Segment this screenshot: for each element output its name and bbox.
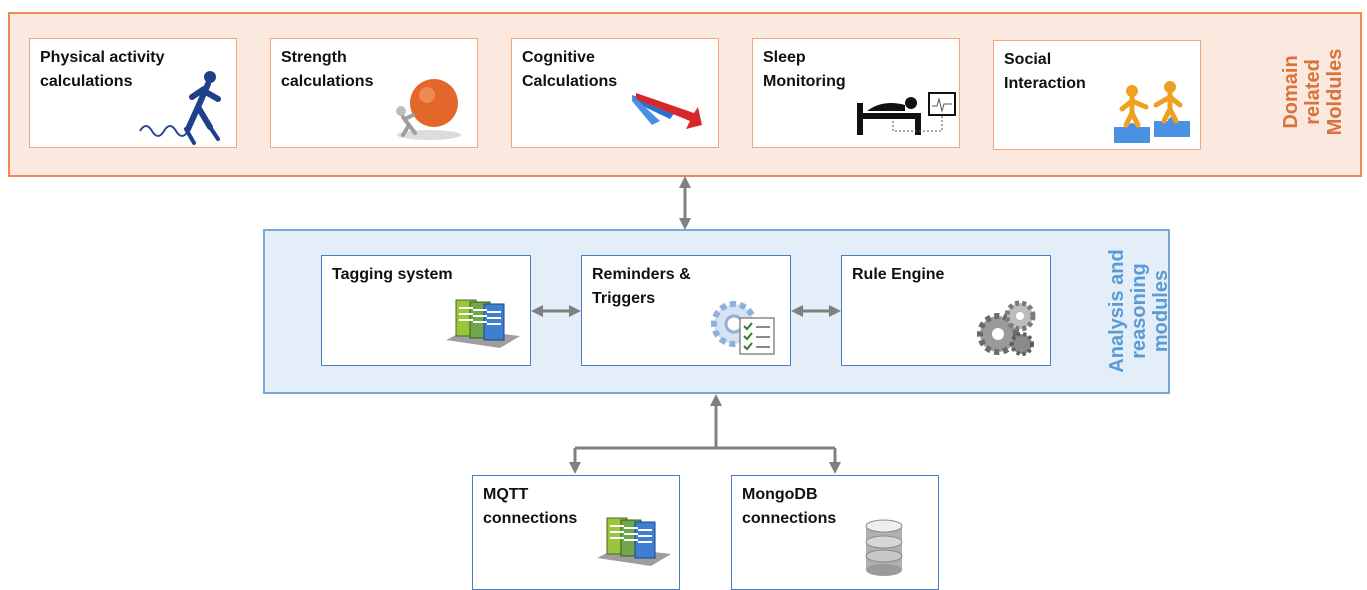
running-person-icon <box>139 71 221 145</box>
mongodb-connections-label: MongoDB connections <box>742 486 837 527</box>
tagging-system-module[interactable]: Tagging system <box>321 255 531 366</box>
physical-activity-label: Physical activity calculations <box>40 49 165 90</box>
mongodb-connections-module[interactable]: MongoDB connections <box>731 475 939 590</box>
social-interaction-module[interactable]: Social Interaction <box>993 40 1201 150</box>
database-icon <box>865 519 903 576</box>
reminders-triggers-module[interactable]: Reminders & Triggers <box>581 255 791 366</box>
mqtt-connections-label: MQTT connections <box>483 486 578 527</box>
gears-icon <box>977 300 1036 356</box>
strength-label: Strength calculations <box>281 49 374 90</box>
physical-activity-module[interactable]: Physical activity calculations <box>29 38 237 148</box>
puzzle-people-icon <box>1114 81 1190 143</box>
documents-icon <box>446 299 520 348</box>
strength-module[interactable]: Strength calculations <box>270 38 478 148</box>
social-interaction-label: Social Interaction <box>1004 51 1086 92</box>
cognitive-label: Cognitive Calculations <box>522 49 618 90</box>
sleep-monitoring-module[interactable]: Sleep Monitoring <box>752 38 960 148</box>
cognitive-module[interactable]: Cognitive Calculations <box>511 38 719 148</box>
tagging-system-label: Tagging system <box>332 266 453 283</box>
sleep-monitoring-label: Sleep Monitoring <box>763 49 846 90</box>
mqtt-connections-module[interactable]: MQTT connections <box>472 475 680 590</box>
rule-engine-module[interactable]: Rule Engine <box>841 255 1051 366</box>
sleeping-monitor-icon <box>857 92 956 135</box>
reminders-triggers-label: Reminders & Triggers <box>592 266 691 307</box>
gear-checklist-icon <box>711 301 775 355</box>
diverging-arrows-icon <box>632 93 702 129</box>
pushing-ball-icon <box>396 79 461 140</box>
documents-icon <box>597 517 671 566</box>
rule-engine-label: Rule Engine <box>852 266 945 283</box>
